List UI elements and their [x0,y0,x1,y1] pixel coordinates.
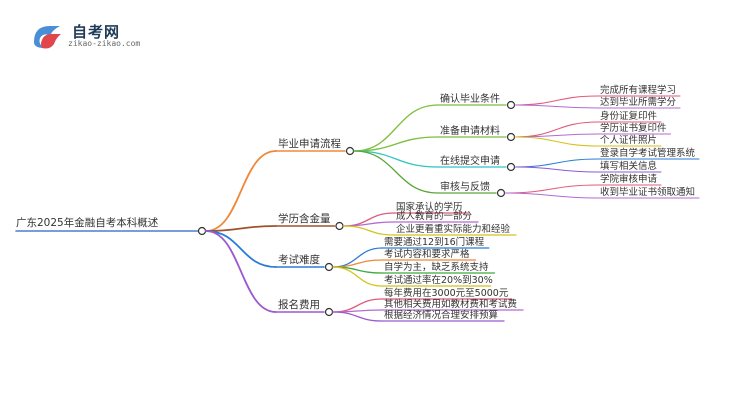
step-2-detail-link-2 [514,133,599,138]
branch-link-1 [205,150,277,232]
branch-1-item-link-3 [353,150,439,168]
branch-knob-3 [324,262,334,272]
branch-4-item-1: 每年费用在3000元至5000元 [384,287,509,299]
branch-4-item-2: 其他相关费用如教材费和考试费 [384,298,517,310]
branch-3-item-4: 考试通过率在20%到30% [384,274,493,286]
branch-link-3 [205,230,277,268]
branch-1-item-link-4 [353,150,439,194]
branch-1: 毕业申请流程 [278,137,341,150]
logo-url: zikao-zikao.com [68,39,141,48]
branch-1-item-2: 准备申请材料 [440,124,500,137]
branch-knob-1 [345,146,355,156]
step-4-detail-1: 学院审核申请 [600,173,658,185]
step-2-detail-1: 身份证复印件 [600,110,658,122]
step-2-detail-3: 个人证件照片 [600,134,657,146]
step-4-detail-2: 收到毕业证书领取通知 [600,186,695,198]
step-3-detail-link-1 [514,158,599,168]
branch-1-item-knob-3 [506,162,516,172]
branch-3-item-1: 需要通过12到16门课程 [384,236,485,248]
step-1-detail-link-2 [514,104,599,109]
step-2-detail-2: 学历证书复印件 [600,122,667,134]
branch-2-item-link-3 [342,225,395,236]
branch-1-item-link-1 [353,104,439,152]
branch-1-item-3: 在线提交申请 [440,154,500,167]
branch-1-item-knob-2 [506,132,516,142]
step-3-detail-1: 登录自学考试管理系统 [600,147,696,159]
branch-1-item-1: 确认毕业条件 [440,92,500,105]
root-knob [197,226,207,236]
root-node: 广东2025年金融自考本科概述 [16,216,159,229]
branch-4: 报名费用 [278,298,320,311]
step-2-detail-link-1 [514,121,599,138]
branch-link-4 [205,230,277,313]
step-4-detail-link-2 [504,192,599,199]
branch-4-item-3: 根据经济情况合理安排预算 [384,309,498,321]
step-1-detail-link-1 [514,95,599,106]
step-2-detail-link-3 [514,136,599,147]
branch-1-item-4: 审核与反馈 [440,180,490,193]
step-1-detail-1: 完成所有课程学习 [600,84,676,96]
branch-2-item-2: 成人教育的一部分 [396,210,473,222]
branch-1-item-knob-1 [506,100,516,110]
step-1-detail-2: 达到毕业所需学分 [600,96,677,108]
branch-3: 考试难度 [278,253,320,266]
branch-link-2 [205,225,277,232]
branch-2-item-1: 国家承认的学历 [396,201,463,213]
step-3-detail-link-2 [514,166,599,173]
branch-3-item-2: 考试内容和要求严格 [384,248,470,260]
branch-2-item-link-2 [342,221,395,227]
branch-4-item-link-3 [332,311,383,322]
branch-2: 学历含金量 [278,212,331,225]
branch-knob-2 [335,221,344,231]
step-4-detail-link-1 [504,184,599,194]
branch-1-item-link-2 [353,136,439,152]
logo-mark-icon [34,26,61,49]
step-3-detail-2: 填写相关信息 [600,160,657,172]
branch-knob-4 [324,307,334,317]
branch-2-item-3: 企业更看重实际能力和经验 [396,223,511,235]
branch-3-item-link-4 [332,266,383,287]
branch-1-item-knob-4 [496,188,506,198]
site-logo[interactable]: 自考网 zikao-zikao.com [30,20,160,54]
branch-3-item-3: 自学为主，缺乏系统支持 [384,261,489,273]
logo-title: 自考网 [72,23,121,41]
